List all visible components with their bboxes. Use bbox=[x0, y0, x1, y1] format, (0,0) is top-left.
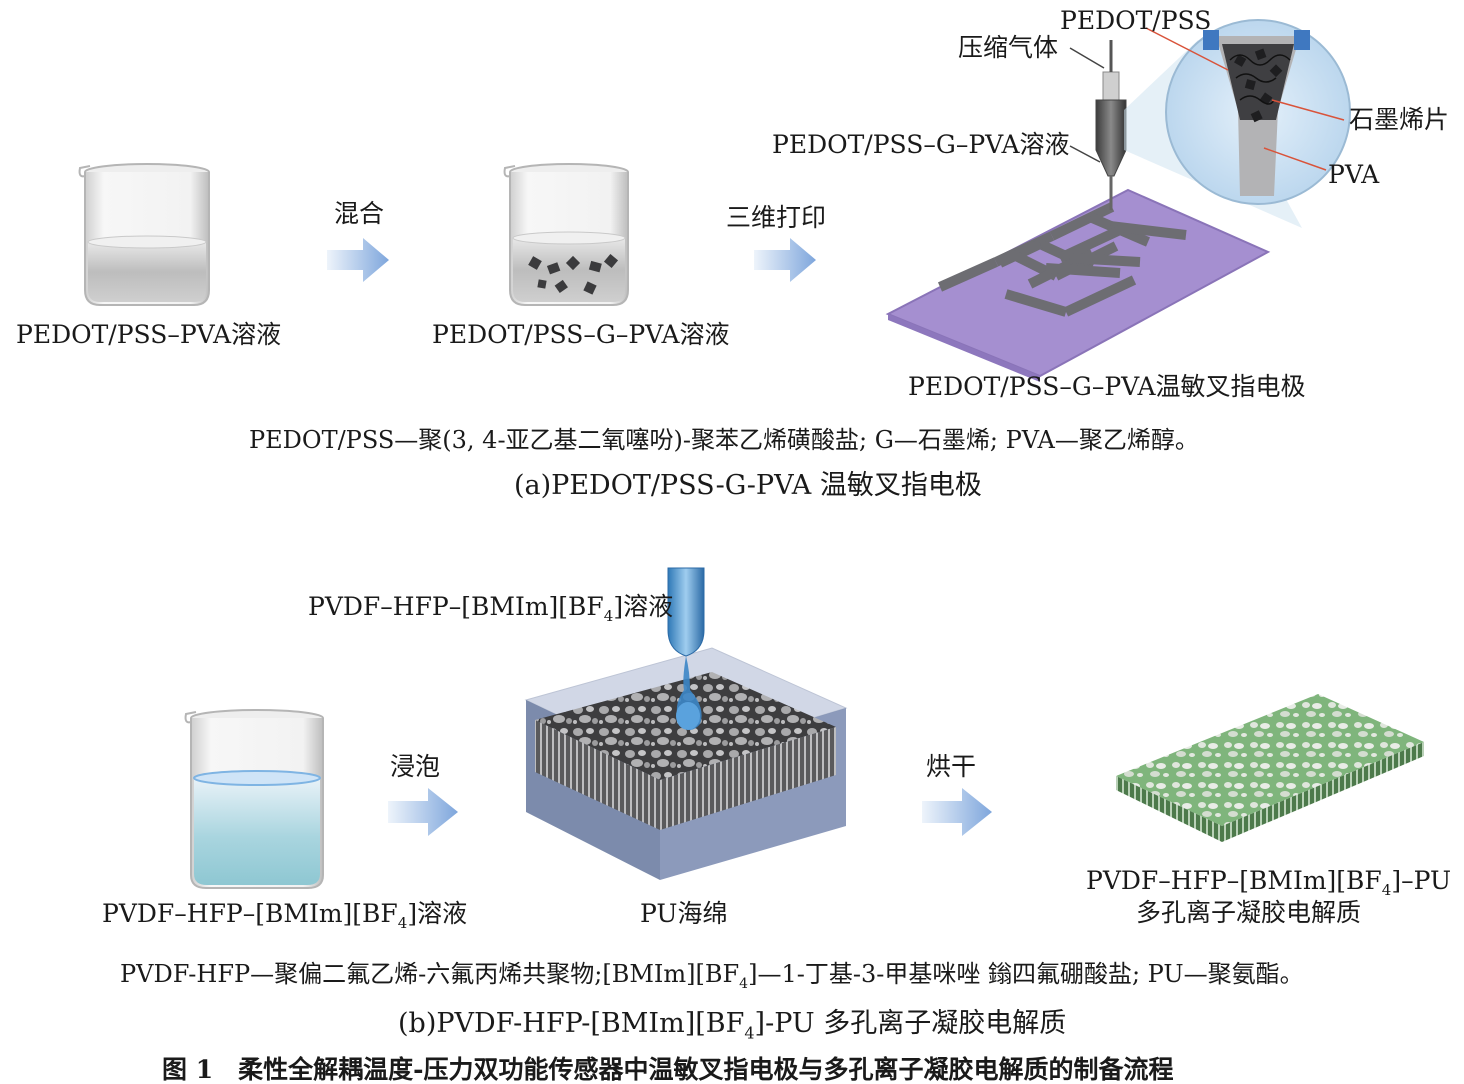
beaker-pedot-pss-pva bbox=[80, 164, 209, 305]
beaker1-label: PEDOT/PSS–PVA溶液 bbox=[16, 322, 281, 347]
material-inset bbox=[1166, 20, 1350, 204]
step-mix-label: 混合 bbox=[334, 201, 384, 226]
inset-pedot-label: PEDOT/PSS bbox=[1060, 8, 1211, 33]
ion-gel-electrolyte bbox=[1116, 694, 1424, 842]
beaker-pvdf-solution bbox=[186, 710, 323, 888]
arrow-print bbox=[754, 238, 816, 282]
product-label-line1: PVDF–HFP–[BMIm][BF4]–PU bbox=[1086, 868, 1451, 898]
beaker2-label: PEDOT/PSS–G–PVA溶液 bbox=[432, 322, 730, 347]
nozzle-solution-label: PEDOT/PSS–G–PVA溶液 bbox=[772, 132, 1070, 157]
panel-b-caption: (b)PVDF-HFP-[BMIm][BF4]-PU 多孔离子凝胶电解质 bbox=[398, 1010, 1066, 1041]
interdigitated-electrode bbox=[888, 190, 1268, 382]
step-print-label: 三维打印 bbox=[726, 205, 826, 230]
sponge-label: PU海绵 bbox=[640, 901, 727, 926]
panel-a-abbreviations: PEDOT/PSS—聚(3, 4-亚乙基二氧噻吩)-聚苯乙烯磺酸盐; G—石墨烯… bbox=[249, 428, 1199, 452]
arrow-dry bbox=[922, 788, 992, 836]
step-soak-label: 浸泡 bbox=[390, 754, 440, 779]
product-label-line2: 多孔离子凝胶电解质 bbox=[1136, 900, 1361, 925]
step-dry-label: 烘干 bbox=[926, 754, 976, 779]
gas-label: 压缩气体 bbox=[958, 35, 1058, 60]
arrow-mix bbox=[327, 238, 389, 282]
beaker-pedot-pss-g-pva bbox=[505, 164, 628, 305]
inset-graphene-label: 石墨烯片 bbox=[1349, 107, 1449, 132]
arrow-soak bbox=[388, 788, 458, 836]
panel-a-caption: (a)PEDOT/PSS-G-PVA 温敏叉指电极 bbox=[514, 472, 982, 499]
figure-caption: 图 1 柔性全解耦温度-压力双功能传感器中温敏叉指电极与多孔离子凝胶电解质的制备… bbox=[162, 1057, 1173, 1082]
electrode-label: PEDOT/PSS–G–PVA温敏叉指电极 bbox=[908, 374, 1306, 399]
inset-pva-label: PVA bbox=[1328, 162, 1379, 187]
panel-b-abbreviations: PVDF-HFP—聚偏二氟乙烯-六氟丙烯共聚物;[BMIm][BF4]—1-丁基… bbox=[120, 962, 1304, 991]
beaker-b-label: PVDF–HFP–[BMIm][BF4]溶液 bbox=[102, 901, 467, 931]
dropper-label: PVDF–HFP–[BMIm][BF4]溶液 bbox=[308, 594, 673, 624]
